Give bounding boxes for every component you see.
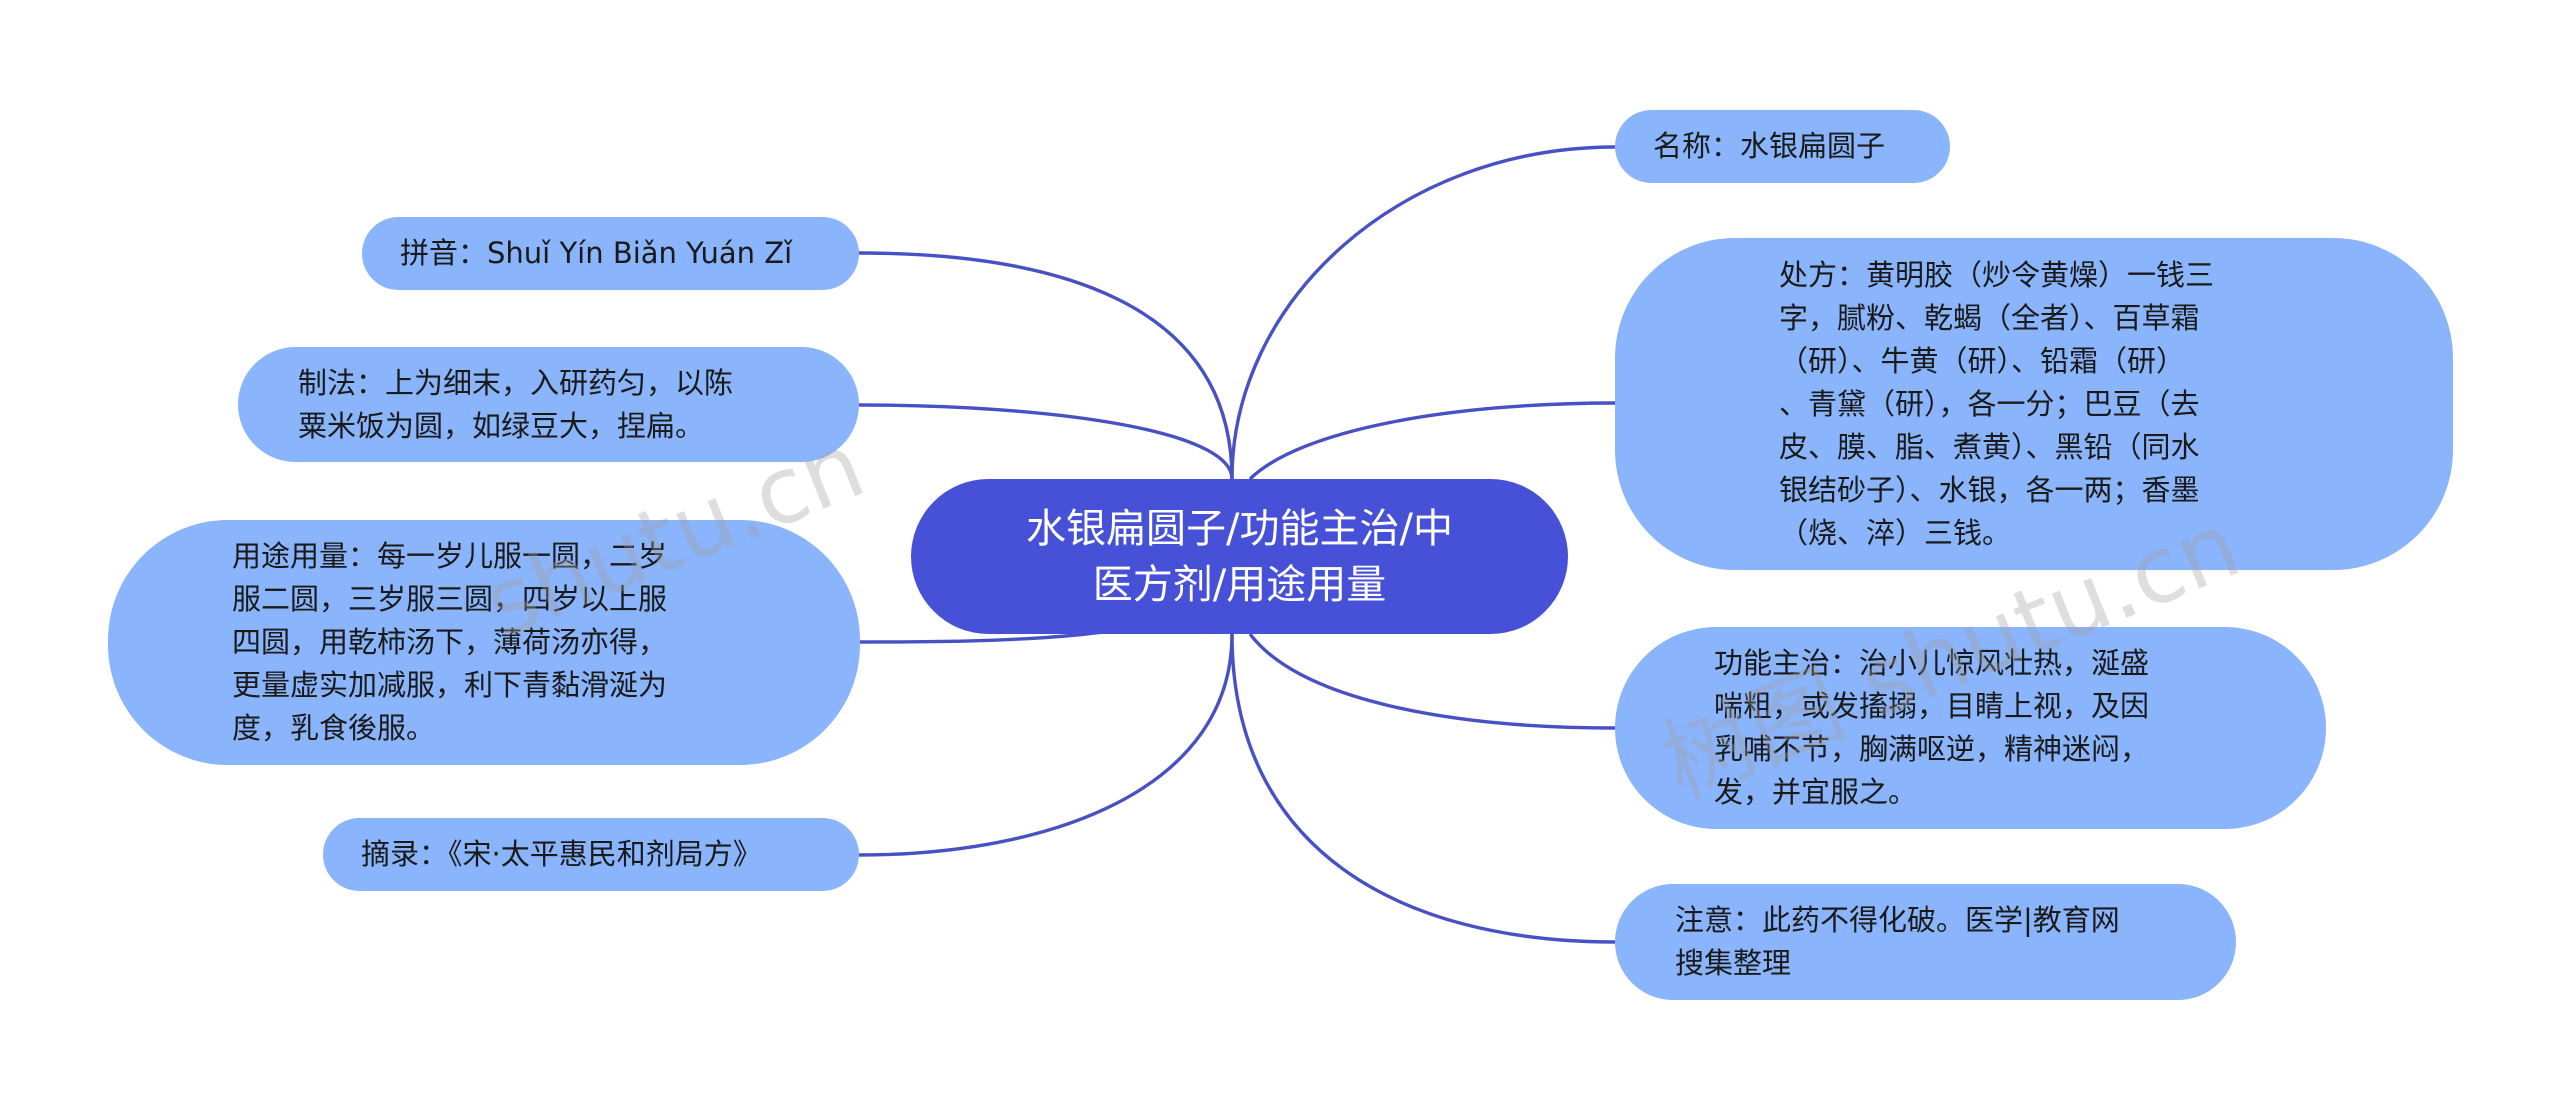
node-note[interactable]: 注意：此药不得化破。医学|教育网 搜集整理 — [1615, 884, 2236, 1000]
root-topic-label: 水银扁圆子/功能主治/中 医方剂/用途用量 — [1026, 505, 1453, 608]
node-function[interactable]: 功能主治：治小儿惊风壮热，涎盛 喘粗，或发搐搦，目睛上视，及因 乳哺不节，胸满呕… — [1615, 627, 2326, 829]
node-excerpt[interactable]: 摘录：《宋·太平惠民和剂局方》 — [323, 818, 859, 891]
link-name — [1230, 145, 1616, 480]
node-usage[interactable]: 用途用量：每一岁儿服一圆，二岁 服二圆，三岁服三圆，四岁以上服 四圆，用乾柿汤下… — [108, 520, 860, 765]
link-function — [1248, 632, 1616, 730]
node-function-label: 功能主治：治小儿惊风壮热，涎盛 喘粗，或发搐搦，目睛上视，及因 乳哺不节，胸满呕… — [1714, 646, 2150, 809]
node-name[interactable]: 名称：水银扁圆子 — [1615, 110, 1950, 183]
node-method[interactable]: 制法：上为细末，入研药匀，以陈 粟米饭为圆，如绿豆大，捏扁。 — [238, 347, 859, 462]
node-pinyin-label: 拼音：Shuǐ Yín Biǎn Yuán Zǐ — [400, 236, 793, 270]
node-method-label: 制法：上为细末，入研药匀，以陈 粟米饭为圆，如绿豆大，捏扁。 — [298, 365, 734, 443]
link-pinyin — [858, 251, 1234, 480]
link-note — [1230, 633, 1616, 944]
link-formula — [1248, 401, 1616, 481]
node-note-label: 注意：此药不得化破。医学|教育网 搜集整理 — [1675, 903, 2120, 980]
node-formula[interactable]: 处方：黄明胶（炒令黄燥）一钱三 字，腻粉、乾蝎（全者）、百草霜 （研）、牛黄（研… — [1615, 238, 2453, 570]
root-topic[interactable]: 水银扁圆子/功能主治/中 医方剂/用途用量 — [911, 479, 1568, 634]
node-usage-label: 用途用量：每一岁儿服一圆，二岁 服二圆，三岁服三圆，四岁以上服 四圆，用乾柿汤下… — [232, 539, 668, 745]
node-name-label: 名称：水银扁圆子 — [1653, 129, 1886, 163]
link-excerpt — [858, 633, 1234, 857]
node-excerpt-label: 摘录：《宋·太平惠民和剂局方》 — [361, 837, 762, 871]
link-method — [858, 403, 1234, 480]
node-formula-label: 处方：黄明胶（炒令黄燥）一钱三 字，腻粉、乾蝎（全者）、百草霜 （研）、牛黄（研… — [1779, 257, 2215, 550]
node-pinyin[interactable]: 拼音：Shuǐ Yín Biǎn Yuán Zǐ — [362, 217, 859, 290]
